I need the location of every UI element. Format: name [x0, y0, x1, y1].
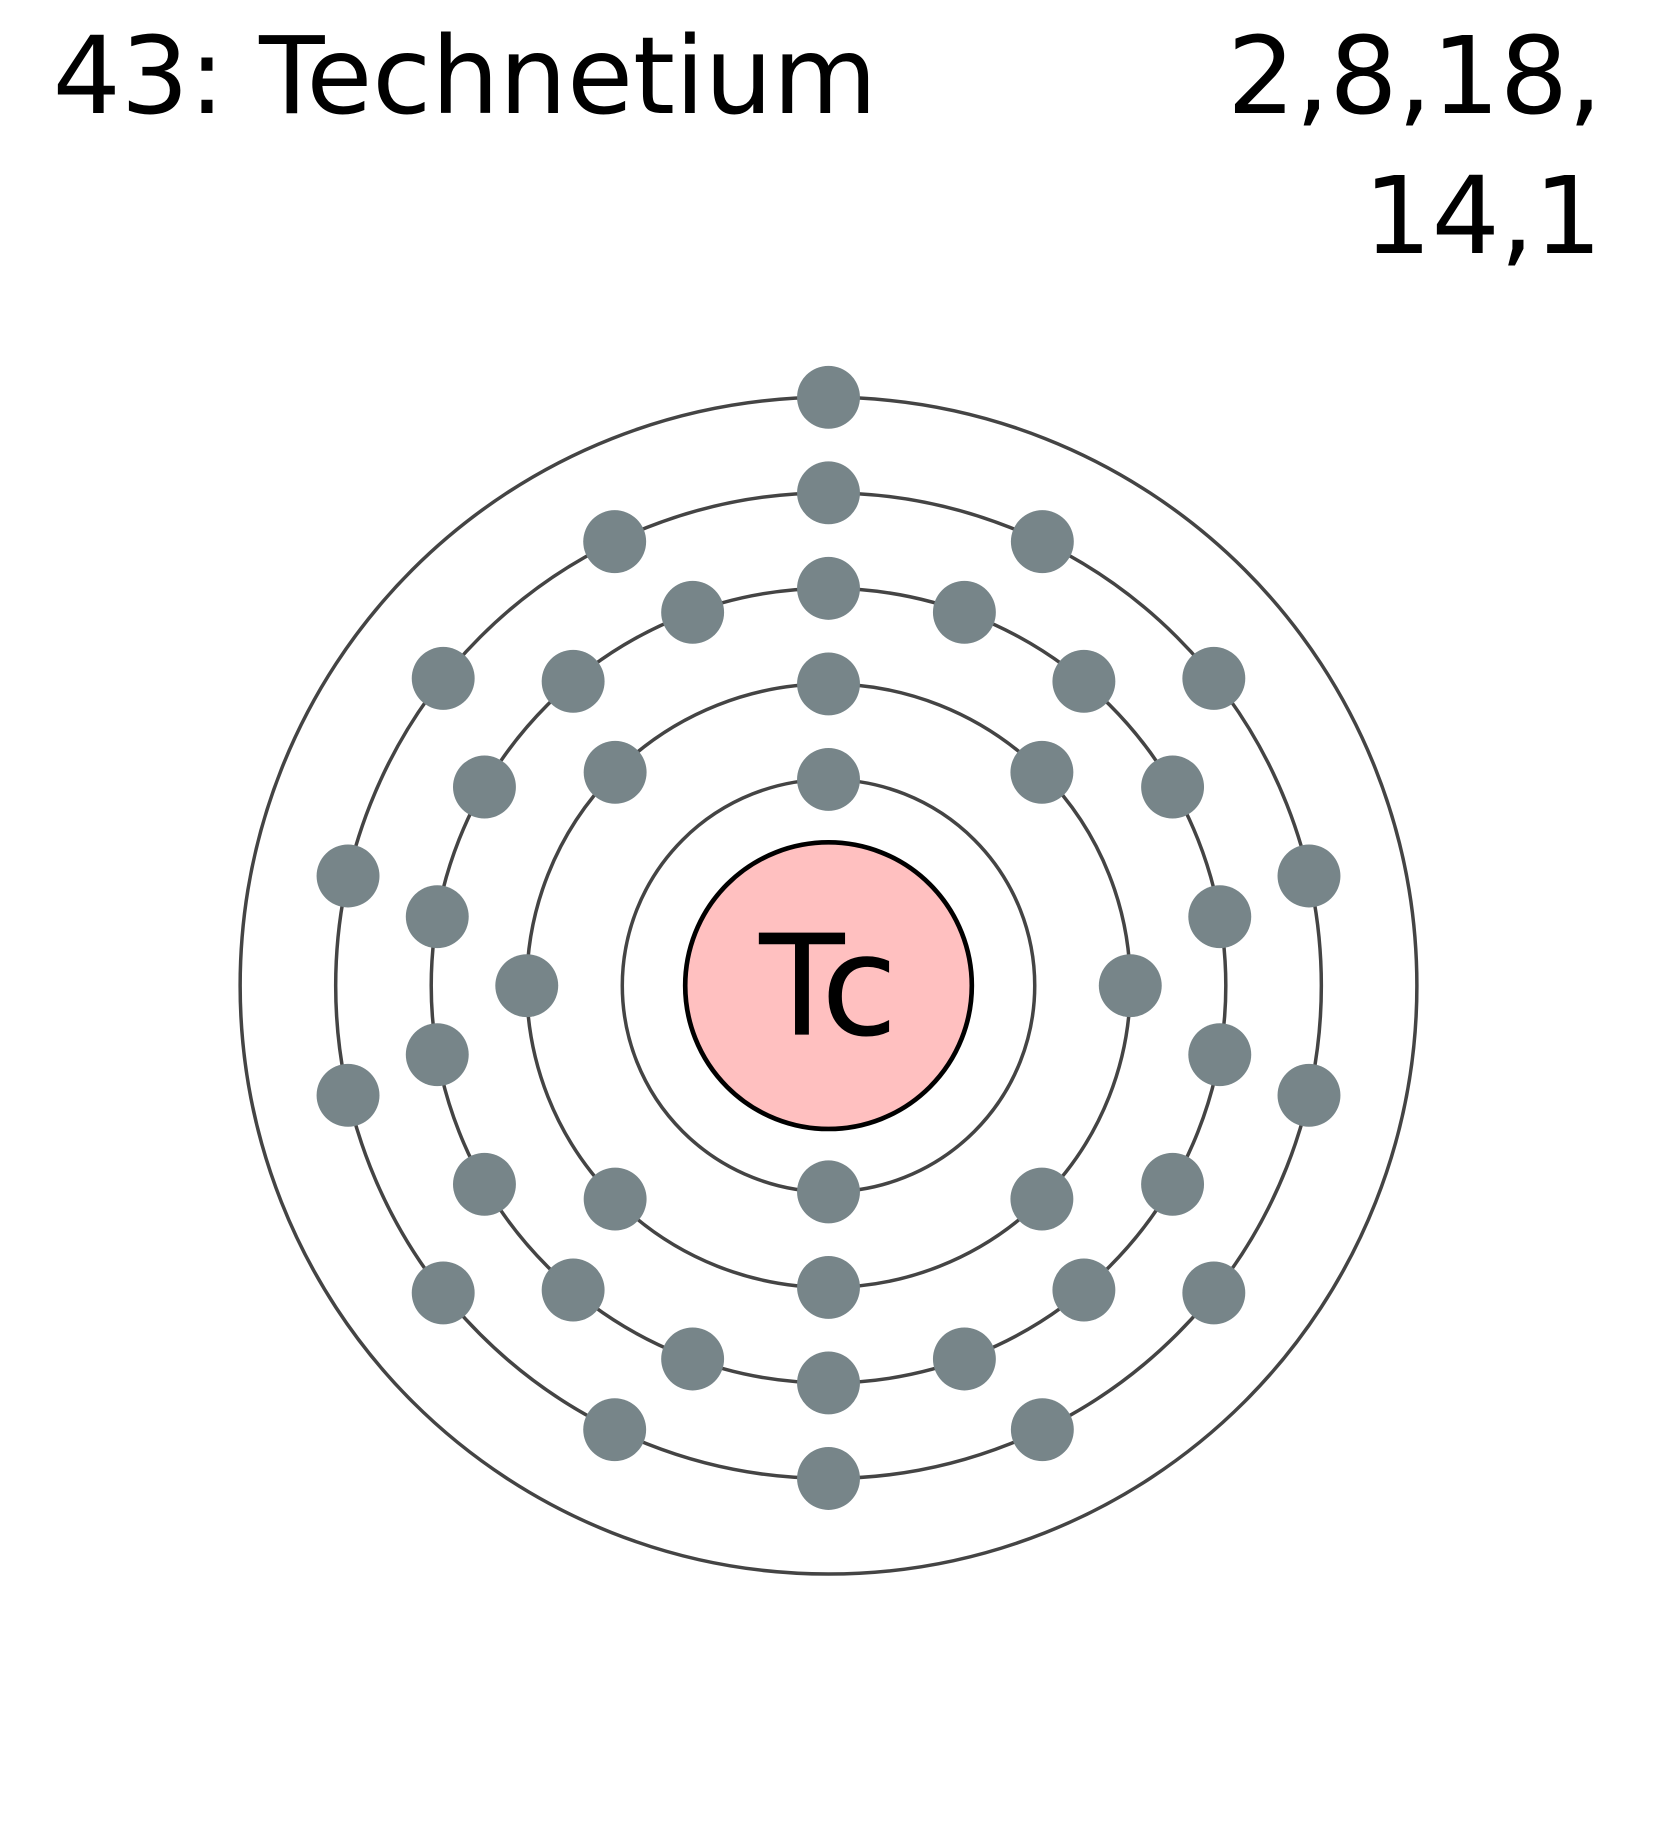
- electron-shell-1: [797, 1160, 860, 1224]
- electron-shell-3: [661, 1327, 725, 1391]
- electron-shell-2: [797, 652, 860, 716]
- electron-shell-4: [411, 646, 475, 710]
- electrons: [316, 365, 1341, 1510]
- electron-shell-3: [541, 1258, 605, 1322]
- electron-shell-4: [797, 1447, 860, 1510]
- electron-shell-2: [1098, 954, 1162, 1018]
- electron-shell-4: [1010, 1398, 1074, 1462]
- electron-shell-3: [1052, 1258, 1116, 1322]
- electron-shell-4: [583, 510, 647, 574]
- electron-shell-4: [1277, 1063, 1341, 1127]
- electron-shell-3: [405, 1023, 469, 1087]
- electron-shell-4: [1010, 510, 1074, 574]
- nucleus: [682, 840, 975, 1132]
- electron-shell-3: [797, 556, 860, 620]
- electron-shell-2: [583, 1167, 647, 1231]
- electron-shell-3: [405, 885, 469, 949]
- electron-shell-3: [932, 1327, 996, 1391]
- electron-shell-3: [661, 580, 725, 644]
- electron-shell-2: [583, 740, 647, 804]
- electron-shell-4: [1182, 1261, 1246, 1325]
- electron-shell-3: [1188, 1023, 1252, 1087]
- electron-shell-3: [932, 580, 996, 644]
- electron-shell-4: [411, 1261, 475, 1325]
- electron-shell-4: [1277, 844, 1341, 908]
- electron-shell-4: [316, 1063, 380, 1127]
- electron-shell-3: [797, 1351, 860, 1415]
- electron-shell-3: [452, 755, 516, 819]
- electron-configuration-line1: 2,8,18,: [1227, 15, 1602, 139]
- electron-shell-4: [583, 1398, 647, 1462]
- electron-shell-4: [797, 461, 860, 525]
- electron-shell-2: [1010, 1167, 1074, 1231]
- electron-shell-1: [797, 747, 860, 811]
- element-symbol: Tc: [758, 905, 898, 1068]
- electron-shell-4: [1182, 646, 1246, 710]
- electron-shell-3: [1052, 649, 1116, 713]
- element-title: 43: Technetium: [53, 15, 878, 139]
- electron-shell-3: [1188, 885, 1252, 949]
- electron-shell-3: [1141, 755, 1205, 819]
- electron-shell-2: [1010, 740, 1074, 804]
- electron-shell-4: [316, 844, 380, 908]
- electron-shell-2: [495, 954, 559, 1018]
- electron-shell-3: [452, 1152, 516, 1216]
- electron-shell-5: [797, 365, 860, 429]
- electron-configuration-line2: 14,1: [1364, 155, 1603, 279]
- electron-shell-3: [1141, 1152, 1205, 1216]
- electron-shell-3: [541, 649, 605, 713]
- electron-shell-2: [797, 1255, 860, 1319]
